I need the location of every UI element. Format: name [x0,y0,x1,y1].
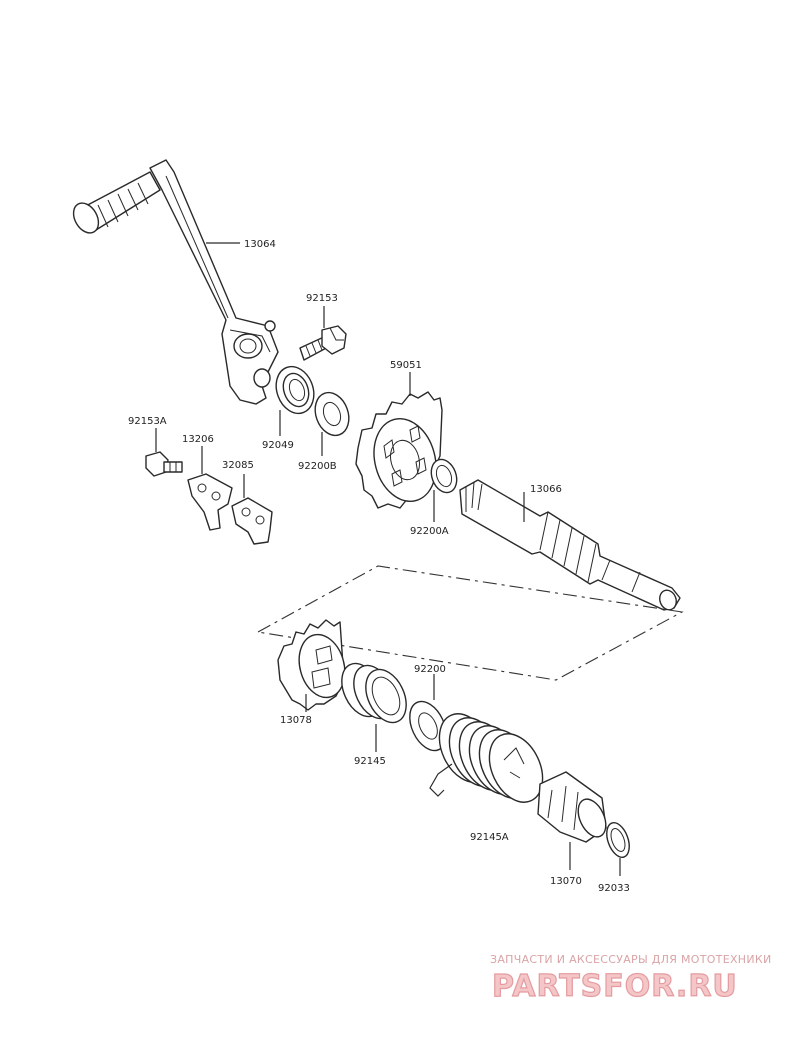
spring-large[interactable] [429,705,553,811]
label-bolt-top: 92153 [306,293,338,304]
label-circlip: 92033 [598,883,630,894]
label-lever: 13064 [244,239,276,250]
label-bolt-left: 92153A [128,416,167,427]
watermark-tagline: ЗАПЧАСТИ И АКСЕССУАРЫ ДЛЯ МОТОТЕХНИКИ [490,953,772,966]
oil-seal[interactable] [270,361,320,418]
label-guide: 32085 [222,460,254,471]
washer-a[interactable] [427,456,461,496]
label-kick-gear: 59051 [390,360,422,371]
label-spring-large: 92145A [470,832,509,843]
label-ratchet: 13078 [280,715,312,726]
circlip[interactable] [602,820,633,861]
label-washer: 92200 [414,664,446,675]
bolt-left[interactable] [145,451,183,477]
washer-b[interactable] [309,388,354,440]
label-kick-shaft: 13066 [530,484,562,495]
spring-small[interactable] [334,657,414,729]
label-oil-seal: 92049 [262,440,294,451]
label-spring-guide: 13070 [550,876,582,887]
kick-shaft[interactable] [459,479,681,612]
watermark-logo: PARTSFOR.RU [492,969,738,1004]
label-washer-b: 92200B [298,461,337,472]
kick-lever[interactable] [68,159,279,405]
label-spring-small: 92145 [354,756,386,767]
label-plate: 13206 [182,434,214,445]
sub-assembly-outline [256,565,684,681]
bolt-top[interactable] [299,325,347,361]
plate[interactable] [187,473,233,531]
guide[interactable] [231,497,273,545]
label-washer-a: 92200A [410,526,449,537]
washer[interactable] [403,696,454,757]
kick-gear[interactable] [355,391,445,509]
spring-guide[interactable] [537,771,611,843]
ratchet[interactable] [277,619,352,711]
